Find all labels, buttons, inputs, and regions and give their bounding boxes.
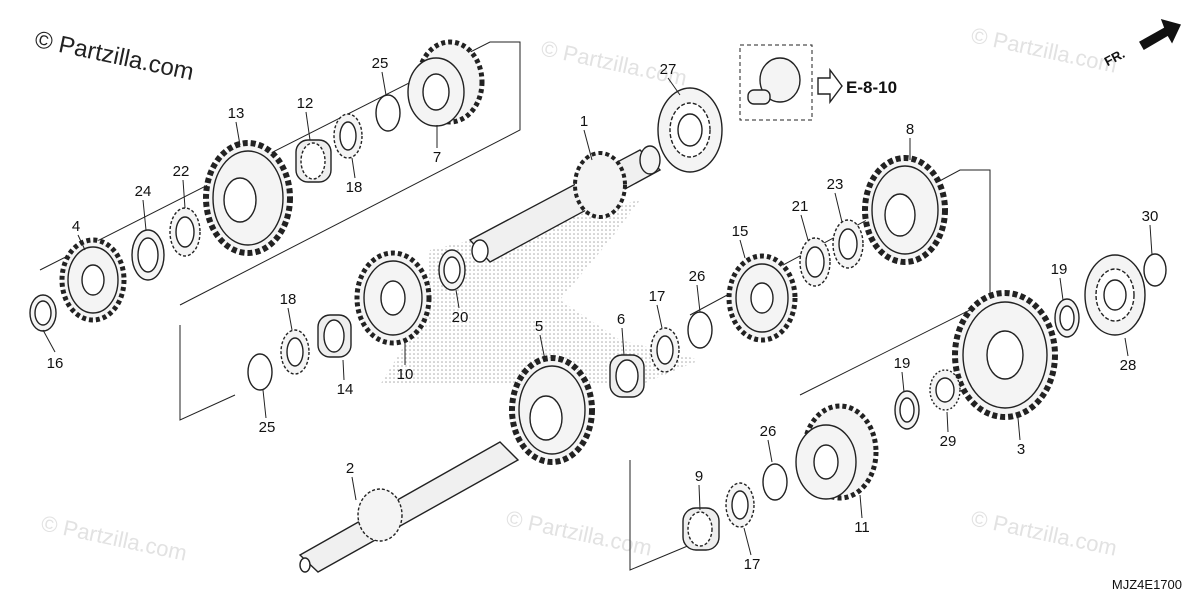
part-17-washer (650, 327, 680, 373)
part-10-gear (354, 250, 432, 346)
callout-13: 13 (228, 105, 245, 122)
group-outline-bottom (629, 460, 691, 571)
part-17-washer-lower (725, 482, 755, 528)
part-20-collar (438, 249, 466, 291)
callout-17: 17 (649, 288, 666, 305)
callout-11: 11 (854, 519, 870, 536)
part-8-gear (862, 155, 948, 265)
part-6-bushing (609, 354, 645, 398)
part-21-splined-washer (799, 237, 831, 287)
part-30-circlip (1143, 253, 1167, 287)
part-25-circlip (375, 94, 401, 132)
part-26-circlip (687, 311, 713, 349)
callout-2: 2 (346, 460, 354, 477)
callout-19: 19 (1051, 261, 1068, 278)
callout-9: 9 (695, 468, 703, 485)
watermark-text: © Partzilla.com (969, 22, 1119, 77)
callout-5: 5 (535, 318, 543, 335)
part-9-needle-bearing (682, 507, 720, 551)
callout-30: 30 (1142, 208, 1159, 225)
reference-label: E-8-10 (846, 78, 898, 97)
part-7-gear (407, 39, 485, 127)
callout-14: 14 (337, 381, 354, 398)
part-22-splined-washer (169, 207, 201, 257)
callout-10: 10 (397, 366, 414, 383)
callout-12: 12 (297, 95, 314, 112)
callout-25: 25 (259, 419, 276, 436)
part-25-circlip-lower (247, 353, 273, 391)
part-3-gear (952, 290, 1058, 420)
leader-lines (42, 71, 1153, 556)
callout-22: 22 (173, 163, 190, 180)
diagram-code: MJZ4E1700 (1111, 577, 1182, 592)
callout-25: 25 (372, 55, 389, 72)
part-14-bushing (317, 314, 352, 358)
callout-26: 26 (760, 423, 777, 440)
callout-17: 17 (744, 556, 761, 573)
callout-16: 16 (47, 355, 64, 372)
part-2-countershaft (298, 441, 520, 573)
part-11-gear (795, 403, 879, 501)
part-19-washer (1054, 298, 1080, 338)
part-12-needle-bearing (295, 139, 332, 183)
part-13-gear (203, 140, 293, 256)
fr-arrow-icon (1139, 18, 1181, 50)
part-4-gear (59, 237, 127, 323)
part-15-gear (726, 253, 798, 343)
callout-6: 6 (617, 311, 625, 328)
callout-labels: 16 4 24 22 13 12 18 25 7 27 1 20 10 14 1… (47, 55, 1159, 573)
part-24-bushing (131, 229, 165, 281)
part-5-gear (509, 355, 595, 465)
reference-inset (739, 44, 813, 121)
callout-3: 3 (1017, 441, 1025, 458)
part-28-ball-bearing (1084, 254, 1146, 336)
watermark-text: © Partzilla.com (504, 505, 654, 560)
callout-1: 1 (580, 113, 588, 130)
callout-18: 18 (280, 291, 297, 308)
shaded-wing-logo (380, 200, 700, 385)
part-26-circlip-lower (762, 463, 788, 501)
watermark-text: © Partzilla.com (969, 505, 1119, 560)
callout-29: 29 (940, 433, 957, 450)
callout-8: 8 (906, 121, 914, 138)
callout-28: 28 (1120, 357, 1137, 374)
watermark-text: © Partzilla.com (39, 510, 189, 565)
part-18-washer (333, 113, 363, 159)
callout-24: 24 (135, 183, 152, 200)
part-18-washer-lower (280, 329, 310, 375)
group-outline-middle (179, 325, 236, 421)
callout-21: 21 (792, 198, 809, 215)
part-23-lock-washer (832, 219, 864, 269)
callout-23: 23 (827, 176, 844, 193)
callout-19: 19 (894, 355, 911, 372)
reference-arrow-icon (817, 67, 843, 105)
callout-18: 18 (346, 179, 363, 196)
callout-27: 27 (660, 61, 677, 78)
callout-4: 4 (72, 218, 80, 235)
part-16-washer (29, 294, 57, 332)
callout-20: 20 (452, 309, 469, 326)
callout-15: 15 (732, 223, 749, 240)
part-27-ball-bearing (657, 87, 723, 173)
part-19-washer-lower (894, 390, 920, 430)
part-1-mainshaft (468, 145, 662, 263)
part-29-needle-bearing (929, 369, 961, 411)
callout-7: 7 (433, 149, 441, 166)
callout-26: 26 (689, 268, 706, 285)
